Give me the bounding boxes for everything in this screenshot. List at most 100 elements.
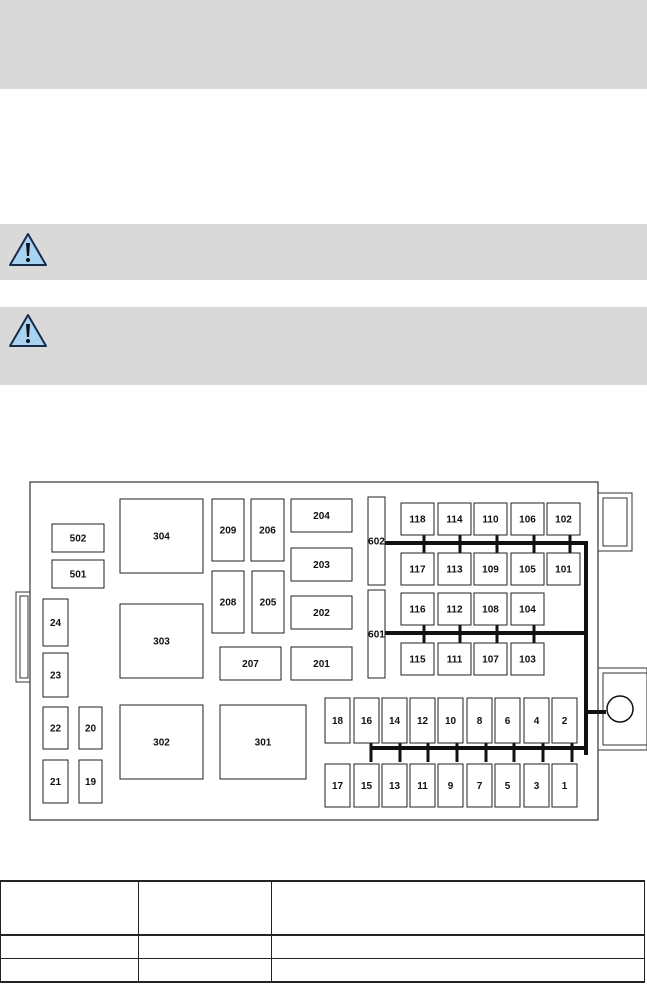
power-stud-icon [606,695,634,723]
circuit-breaker-box [367,496,386,586]
fuse-box [353,697,380,744]
fuse-114: 114 [437,502,472,536]
relay-label: 302 [153,738,170,749]
fuse-box [324,697,351,744]
table-row [0,934,645,959]
circuit-breaker-box [367,589,386,679]
fuse-label: 1 [562,781,568,792]
table-cell [138,958,272,983]
header-band [0,0,647,89]
fuse-box [400,502,435,536]
circuit-breaker-601: 601 [367,589,386,679]
fuse-14: 14 [381,697,408,744]
fuse-box [400,592,435,626]
relay-label: 209 [220,526,237,537]
relay-box [290,498,353,533]
fuse-box [510,642,545,676]
fuse-15: 15 [353,763,380,808]
relay-label: 208 [220,598,237,609]
fuse-box [473,502,508,536]
relay-label: 202 [313,608,330,619]
fuse-label: 115 [409,655,426,666]
relay-box [119,704,204,780]
fuse-box [437,697,464,744]
right-tab-top [597,492,633,552]
fuse-8: 8 [466,697,493,744]
fuse-label: 109 [482,565,499,576]
relay-box [219,646,282,681]
relay-box [250,498,285,562]
fuse-label: 8 [477,716,483,727]
relay-208: 208 [211,570,245,634]
fuse-label: 113 [446,565,463,576]
fuse-box [437,763,464,808]
fuse-109: 109 [473,552,508,586]
fuse-1: 1 [551,763,578,808]
table-cell [0,934,139,959]
diode-label: 502 [70,534,87,545]
fuse-box [42,706,69,750]
relay-303: 303 [119,603,204,679]
fuse-box [400,552,435,586]
left-tab-inner [19,595,29,679]
fuse-box [409,763,436,808]
fuse-103: 103 [510,642,545,676]
fuse-label: 23 [50,671,62,682]
fuse-22: 22 [42,706,69,750]
fuse-11: 11 [409,763,436,808]
bus-taps [369,533,574,762]
fuse-box [466,697,493,744]
fuse-label: 14 [389,716,401,727]
fuse-label: 9 [448,781,454,792]
fuse-label: 102 [555,515,572,526]
relay-label: 303 [153,637,170,648]
fuse-box [473,552,508,586]
fuse-label: 107 [482,655,499,666]
fuse-105: 105 [510,552,545,586]
fuse-106: 106 [510,502,545,536]
relay-box [251,570,285,634]
fuse-box [494,763,521,808]
fuse-12: 12 [409,697,436,744]
fuse-label: 2 [562,716,568,727]
fuse-label: 111 [447,655,463,666]
circuit-breaker-label: 601 [368,630,385,641]
fuse-4: 4 [523,697,550,744]
fuse-box [381,763,408,808]
table-cell [271,958,645,983]
fuse-box [546,552,581,586]
bus-bars [371,541,606,755]
circuit-breaker-602: 602 [367,496,386,586]
warning-banner [0,224,647,280]
relay-box [211,570,245,634]
fuse-table [0,880,645,983]
col-header-rating [138,880,272,936]
relay-label: 304 [153,532,170,543]
diode-501: 501 [51,559,105,589]
relay-301: 301 [219,704,307,780]
fuse-label: 7 [477,781,483,792]
relay-label: 203 [313,560,330,571]
circuit-breaker-label: 602 [368,537,385,548]
fuse-box [78,759,103,804]
table-cell [271,934,645,959]
fuse-label: 18 [332,716,344,727]
fuse-box [324,763,351,808]
right-tab-top-inner [602,497,628,547]
fuse-102: 102 [546,502,581,536]
fuse-16: 16 [353,697,380,744]
fuse-label: 24 [50,618,62,629]
relay-label: 301 [255,738,272,749]
fuse-label: 12 [417,716,429,727]
fuse-label: 104 [519,605,536,616]
relay-label: 204 [313,511,330,522]
fuse-box [473,592,508,626]
fuse-label: 3 [534,781,540,792]
relay-box [290,595,353,630]
fuse-3: 3 [523,763,550,808]
fuse-label: 13 [389,781,401,792]
relay-label: 206 [259,526,276,537]
fuse-box [400,642,435,676]
relay-209: 209 [211,498,245,562]
fuse-112: 112 [437,592,472,626]
